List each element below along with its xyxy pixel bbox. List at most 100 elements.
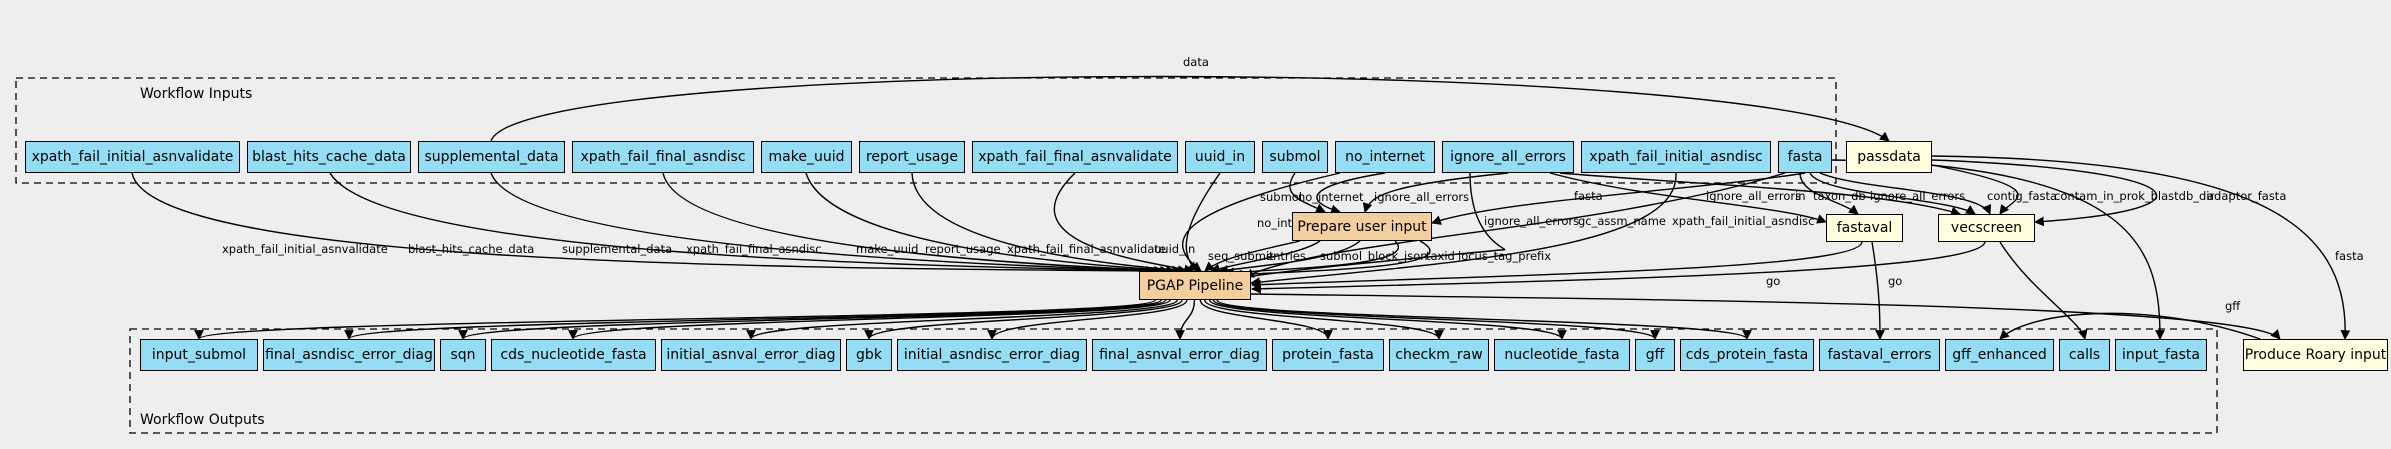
output-sqn[interactable]: sqn (440, 339, 486, 371)
input-uuid-in[interactable]: uuid_in (1185, 141, 1255, 173)
output-cds-protein-fasta[interactable]: cds_protein_fasta (1680, 339, 1814, 371)
edge-out-initial-asnval-error-diag (746, 299, 1178, 340)
label-taxid: taxid (1426, 249, 1455, 263)
output-gbk[interactable]: gbk (846, 339, 892, 371)
label-gff-roary: gff (2225, 299, 2241, 313)
vecscreen-node[interactable]: vecscreen (1938, 214, 2035, 242)
label-xpath-fail-final-asnvalidate: xpath_fail_final_asnvalidate (1007, 242, 1166, 256)
workflow-inputs-label: Workflow Inputs (140, 86, 253, 102)
input-xpath-fail-initial-asndisc[interactable]: xpath_fail_initial_asndisc (1581, 141, 1771, 173)
input-make-uuid[interactable]: make_uuid (761, 141, 852, 173)
edge-out-cds-nucleotide-fasta (568, 299, 1171, 340)
fastaval-node[interactable]: fastaval (1826, 214, 1903, 242)
output-calls[interactable]: calls (2059, 339, 2110, 371)
label-fasta-prepare: fasta (1574, 189, 1603, 203)
edge-go-fastaval (1251, 241, 1863, 290)
edge-submol-block-json (1218, 240, 1361, 275)
edge-xpath-fail-final-asndisc (662, 172, 1176, 276)
label-go-vecscreen: go (1888, 274, 1902, 288)
edge-no-internet-prepare (1316, 172, 1386, 215)
output-fastaval-errors[interactable]: fastaval_errors (1819, 339, 1940, 371)
output-gff-enhanced[interactable]: gff_enhanced (1945, 339, 2054, 371)
edge-out-protein-fasta (1199, 299, 1333, 340)
edge-calls (1999, 241, 2088, 340)
edge-no-internet-pgap (1182, 172, 1341, 272)
label-make-uuid: make_uuid (856, 242, 918, 256)
edge-blast-hits-cache-data (329, 172, 1164, 276)
output-gff[interactable]: gff (1635, 339, 1675, 371)
label-seq-submit: seq_submit (1208, 249, 1274, 263)
label-supplemental-data: supplemental_data (562, 242, 672, 256)
edge-out-initial-asndisc-error-diag (987, 299, 1188, 340)
output-input-fasta[interactable]: input_fasta (2115, 339, 2207, 371)
pgap-pipeline-node[interactable]: PGAP Pipeline (1139, 271, 1251, 300)
edge-supplemental-data (490, 172, 1170, 276)
edge-fastaval-errors (1871, 241, 1885, 340)
label-blast-hits-cache-data: blast_hits_cache_data (408, 242, 534, 256)
label-data: data (1183, 55, 1209, 69)
label-submol: submol (1260, 190, 1302, 204)
input-supplemental-data[interactable]: supplemental_data (418, 141, 565, 173)
edge-report-usage (911, 172, 1188, 276)
output-final-asndisc-error-diag[interactable]: final_asndisc_error_diag (263, 339, 435, 371)
edge-out-checkm-raw (1204, 299, 1444, 340)
label-locus-tag-prefix: locus_tag_prefix (1458, 249, 1551, 263)
label-contam-in-prok-blastdb-dir: contam_in_prok_blastdb_dir (2054, 189, 2214, 203)
output-final-asnval-error-diag[interactable]: final_asnval_error_diag (1092, 339, 1267, 371)
edge-fasta-input-fasta (1831, 159, 2165, 340)
edge-out-sqn (458, 299, 1167, 340)
produce-roary-input-node[interactable]: Produce Roary input (2243, 339, 2388, 371)
edge-out-cds-protein-fasta (1216, 299, 1752, 340)
edge-ignore-all-errors-pgap (1234, 172, 1506, 283)
label-entries: entries (1266, 249, 1306, 263)
output-nucleotide-fasta[interactable]: nucleotide_fasta (1494, 339, 1630, 371)
input-xpath-fail-final-asnvalidate[interactable]: xpath_fail_final_asnvalidate (972, 141, 1178, 173)
label-report-usage: report_usage (925, 242, 1001, 256)
output-input-submol[interactable]: input_submol (140, 339, 258, 371)
output-initial-asndisc-error-diag[interactable]: initial_asndisc_error_diag (897, 339, 1087, 371)
edge-out-gff (1212, 299, 1660, 340)
label-xpath-fail-initial-asnvalidate: xpath_fail_initial_asnvalidate (222, 242, 388, 256)
label-fasta-roary: fasta (2335, 249, 2364, 263)
label-ignore-all-errors-prepare: ignore_all_errors (1374, 190, 1469, 204)
input-xpath-fail-initial-asnvalidate[interactable]: xpath_fail_initial_asnvalidate (25, 141, 240, 173)
input-ignore-all-errors[interactable]: ignore_all_errors (1442, 141, 1574, 173)
input-fasta[interactable]: fasta (1778, 141, 1832, 173)
output-cds-nucleotide-fasta[interactable]: cds_nucleotide_fasta (491, 339, 656, 371)
edge-taxid (1224, 240, 1399, 278)
edge-contam-in-prok-blastdb-dir (1931, 164, 2019, 215)
workflow-outputs-label: Workflow Outputs (140, 412, 265, 428)
label-in: in (1795, 189, 1805, 203)
edge-out-input-submol (194, 299, 1156, 340)
edge-adaptor-fasta (1931, 159, 2158, 227)
edge-contig-fasta (1819, 172, 1992, 215)
label-taxon-db: taxon_db (1813, 189, 1866, 203)
label-ignore-all-errors-vecscreen: ignore_all_errors (1870, 189, 1965, 203)
edge-gff-roary (1250, 293, 2281, 340)
edge-fasta-prepare (1431, 172, 1806, 225)
edge-fasta-roary (1931, 155, 2351, 340)
workflow-outputs-cluster (129, 328, 2218, 434)
edge-fasta-in (1799, 172, 1859, 215)
edge-ignore-all-errors-fastaval (1549, 172, 1827, 224)
edge-ignore-all-errors-prepare (1362, 172, 1509, 213)
edge-go-vecscreen (1251, 241, 1986, 294)
output-initial-asnval-error-diag[interactable]: initial_asnval_error_diag (661, 339, 841, 371)
input-submol[interactable]: submol (1262, 141, 1328, 173)
edge-locus-tag-prefix (1232, 240, 1431, 280)
output-protein-fasta[interactable]: protein_fasta (1272, 339, 1384, 371)
label-xpath-fail-final-asndisc: xpath_fail_final_asndisc (686, 242, 822, 256)
prepare-user-input-node[interactable]: Prepare user input (1292, 212, 1432, 241)
input-blast-hits-cache-data[interactable]: blast_hits_cache_data (247, 141, 411, 173)
label-ignore-all-errors-pgap: ignore_all_errors (1484, 214, 1579, 228)
edge-taxon-db (1809, 172, 1976, 215)
edge-out-gbk (864, 299, 1183, 340)
input-xpath-fail-final-asndisc[interactable]: xpath_fail_final_asndisc (572, 141, 754, 173)
passdata-node[interactable]: passdata (1846, 141, 1932, 173)
edge-xpath-fail-initial-asnvalidate (131, 172, 1156, 276)
input-report-usage[interactable]: report_usage (859, 141, 965, 173)
input-no-internet[interactable]: no_internet (1335, 141, 1435, 173)
output-checkm-raw[interactable]: checkm_raw (1389, 339, 1489, 371)
workflow-inputs-cluster (15, 77, 1837, 184)
